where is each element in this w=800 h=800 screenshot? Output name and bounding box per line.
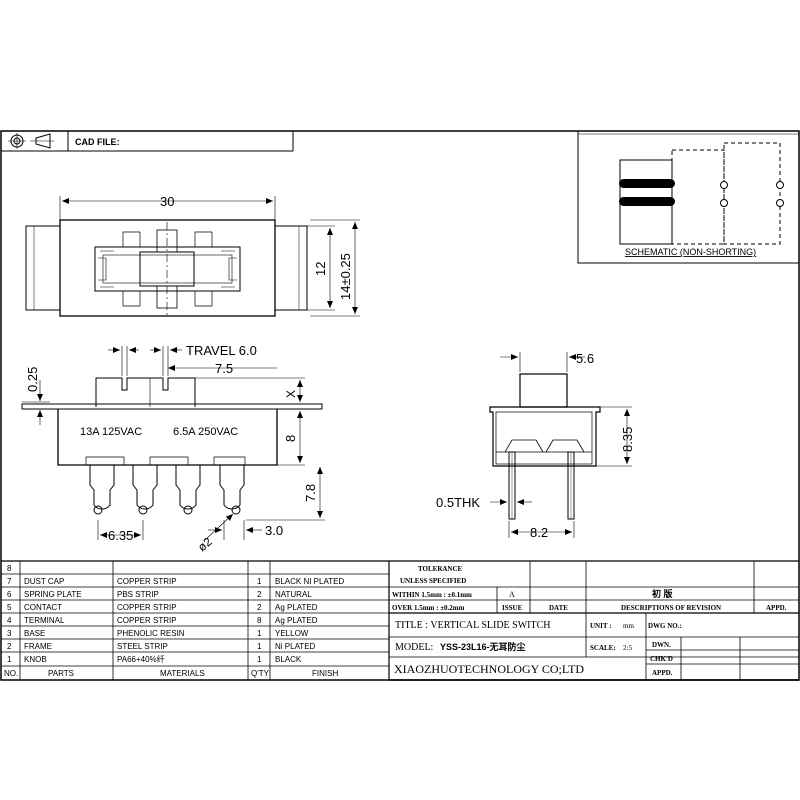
gap-dim: 0.25 <box>25 367 40 392</box>
pin-width-dim: 3.0 <box>265 523 283 538</box>
rating-1: 13A 125VAC <box>80 426 142 438</box>
bom-cell-finish: BLACK <box>275 655 302 664</box>
pin-span-dim: 8.2 <box>530 525 548 540</box>
bom-column-header: MATERIALS <box>160 669 205 678</box>
bom-cell-no: 8 <box>7 564 12 573</box>
model-label: MODEL: <box>395 642 433 653</box>
knob-offset-dim: 7.5 <box>215 361 233 376</box>
bom-cell-material: PBS STRIP <box>117 590 159 599</box>
cad-file-label: CAD FILE: <box>75 137 120 147</box>
bom-cell-qty: 1 <box>257 577 262 586</box>
unit-label: UNIT : <box>590 622 611 630</box>
bom-cell-material: PHENOLIC RESIN <box>117 629 185 638</box>
bom-cell-no: 6 <box>7 590 12 599</box>
side-view: 5.6 8.35 0.5THK 8.2 <box>436 351 635 540</box>
front-view: 13A 125VAC 6.5A 250VAC TRAVEL 6.0 7.5 0.… <box>21 343 325 554</box>
bom-cell-qty: 1 <box>257 655 262 664</box>
top-body-height-dim: 12 <box>313 262 328 276</box>
bom-cell-no: 5 <box>7 603 12 612</box>
revision-a: A <box>509 590 515 599</box>
bom-cell-no: 2 <box>7 642 12 651</box>
bom-cell-qty: 2 <box>257 590 262 599</box>
over-tolerance: OVER 1.5mm : ±0.2mm <box>392 604 465 612</box>
company-name: XIAOZHUOTECHNOLOGY CO;LTD <box>394 662 584 676</box>
bom-column-header: FINISH <box>312 669 338 678</box>
scale-value: 2:5 <box>623 644 632 652</box>
bom-cell-finish: Ag PLATED <box>275 603 318 612</box>
body-height-dim: 8 <box>283 435 298 442</box>
projection-symbol-icon <box>8 133 54 149</box>
bom-cell-finish: Ni PLATED <box>275 642 316 651</box>
x-dim: X <box>284 390 298 398</box>
issue-label: ISSUE <box>502 604 523 612</box>
bom-cell-qty: 1 <box>257 642 262 651</box>
bom-column-header: NO. <box>4 669 18 678</box>
top-total-height-dim: 14±0.25 <box>338 253 353 300</box>
thickness-label: 0.5THK <box>436 495 480 510</box>
top-view: 30 12 14±0.25 <box>25 194 360 317</box>
unit-value: mm <box>623 622 634 630</box>
dwn-label: DWN. <box>652 641 671 649</box>
within-tolerance: WITHIN 1.5mm : ±0.1mm <box>392 591 472 599</box>
schematic-panel: SCHEMATIC (NON-SHORTING) <box>577 130 800 264</box>
side-height-dim: 8.35 <box>620 427 635 452</box>
bom-column-header: PARTS <box>48 669 74 678</box>
bom-cell-part: FRAME <box>24 642 52 651</box>
tolerance-label: TOLERANCE <box>418 565 463 573</box>
drawing-title: TITLE : VERTICAL SLIDE SWITCH <box>395 620 551 631</box>
bom-cell-part: TERMINAL <box>24 616 65 625</box>
bom-cell-qty: 8 <box>257 616 262 625</box>
hole-dim: ø2 <box>195 534 215 554</box>
appd-label: APPD. <box>766 604 787 612</box>
bom-cell-material: PA66+40%纤 <box>117 654 165 664</box>
appd-label-2: APPD. <box>652 669 673 677</box>
chkd-label: CHK'D <box>650 655 673 663</box>
bom-cell-finish: BLACK NI PLATED <box>275 577 344 586</box>
schematic-caption: SCHEMATIC (NON-SHORTING) <box>625 247 756 257</box>
knob-width-dim: 5.6 <box>576 351 594 366</box>
bom-cell-part: DUST CAP <box>24 577 64 586</box>
bom-cell-material: STEEL STRIP <box>117 642 168 651</box>
pin-length-dim: 7.8 <box>303 484 318 502</box>
dwg-no-label: DWG NO.: <box>648 622 682 630</box>
terminal-pins <box>89 465 245 515</box>
scale-label: SCALE: <box>590 644 616 652</box>
bom-cell-finish: YELLOW <box>275 629 309 638</box>
bom-cell-qty: 2 <box>257 603 262 612</box>
travel-label: TRAVEL 6.0 <box>186 343 257 358</box>
bom-cell-part: BASE <box>24 629 45 638</box>
bom-cell-part: KNOB <box>24 655 47 664</box>
date-label: DATE <box>549 604 568 612</box>
bom-cell-no: 3 <box>7 629 12 638</box>
bom-cell-no: 1 <box>7 655 12 664</box>
pitch-dim: 6.35 <box>108 528 133 543</box>
descriptions-label: DESCRIPTIONS OF REVISION <box>621 604 721 612</box>
bom-cell-material: COPPER STRIP <box>117 603 177 612</box>
initial-version: 初 版 <box>652 588 673 599</box>
bom-cell-no: 4 <box>7 616 12 625</box>
bom-cell-finish: Ag PLATED <box>275 616 318 625</box>
bom-cell-qty: 1 <box>257 629 262 638</box>
top-width-dim: 30 <box>160 194 174 209</box>
rating-2: 6.5A 250VAC <box>173 426 238 438</box>
bom-cell-part: SPRING PLATE <box>24 590 82 599</box>
model-value: YSS-23L16-无耳防尘 <box>440 641 526 652</box>
bom-cell-finish: NATURAL <box>275 590 312 599</box>
bom-cell-material: COPPER STRIP <box>117 616 177 625</box>
unless-specified-label: UNLESS SPECIFIED <box>400 577 466 585</box>
title-block: TOLERANCE UNLESS SPECIFIED WITHIN 1.5mm … <box>389 561 799 681</box>
bom-column-header: Q'TY <box>251 669 270 678</box>
bom-cell-no: 7 <box>7 577 12 586</box>
bom-cell-material: COPPER STRIP <box>117 577 177 586</box>
bom-cell-part: CONTACT <box>24 603 62 612</box>
